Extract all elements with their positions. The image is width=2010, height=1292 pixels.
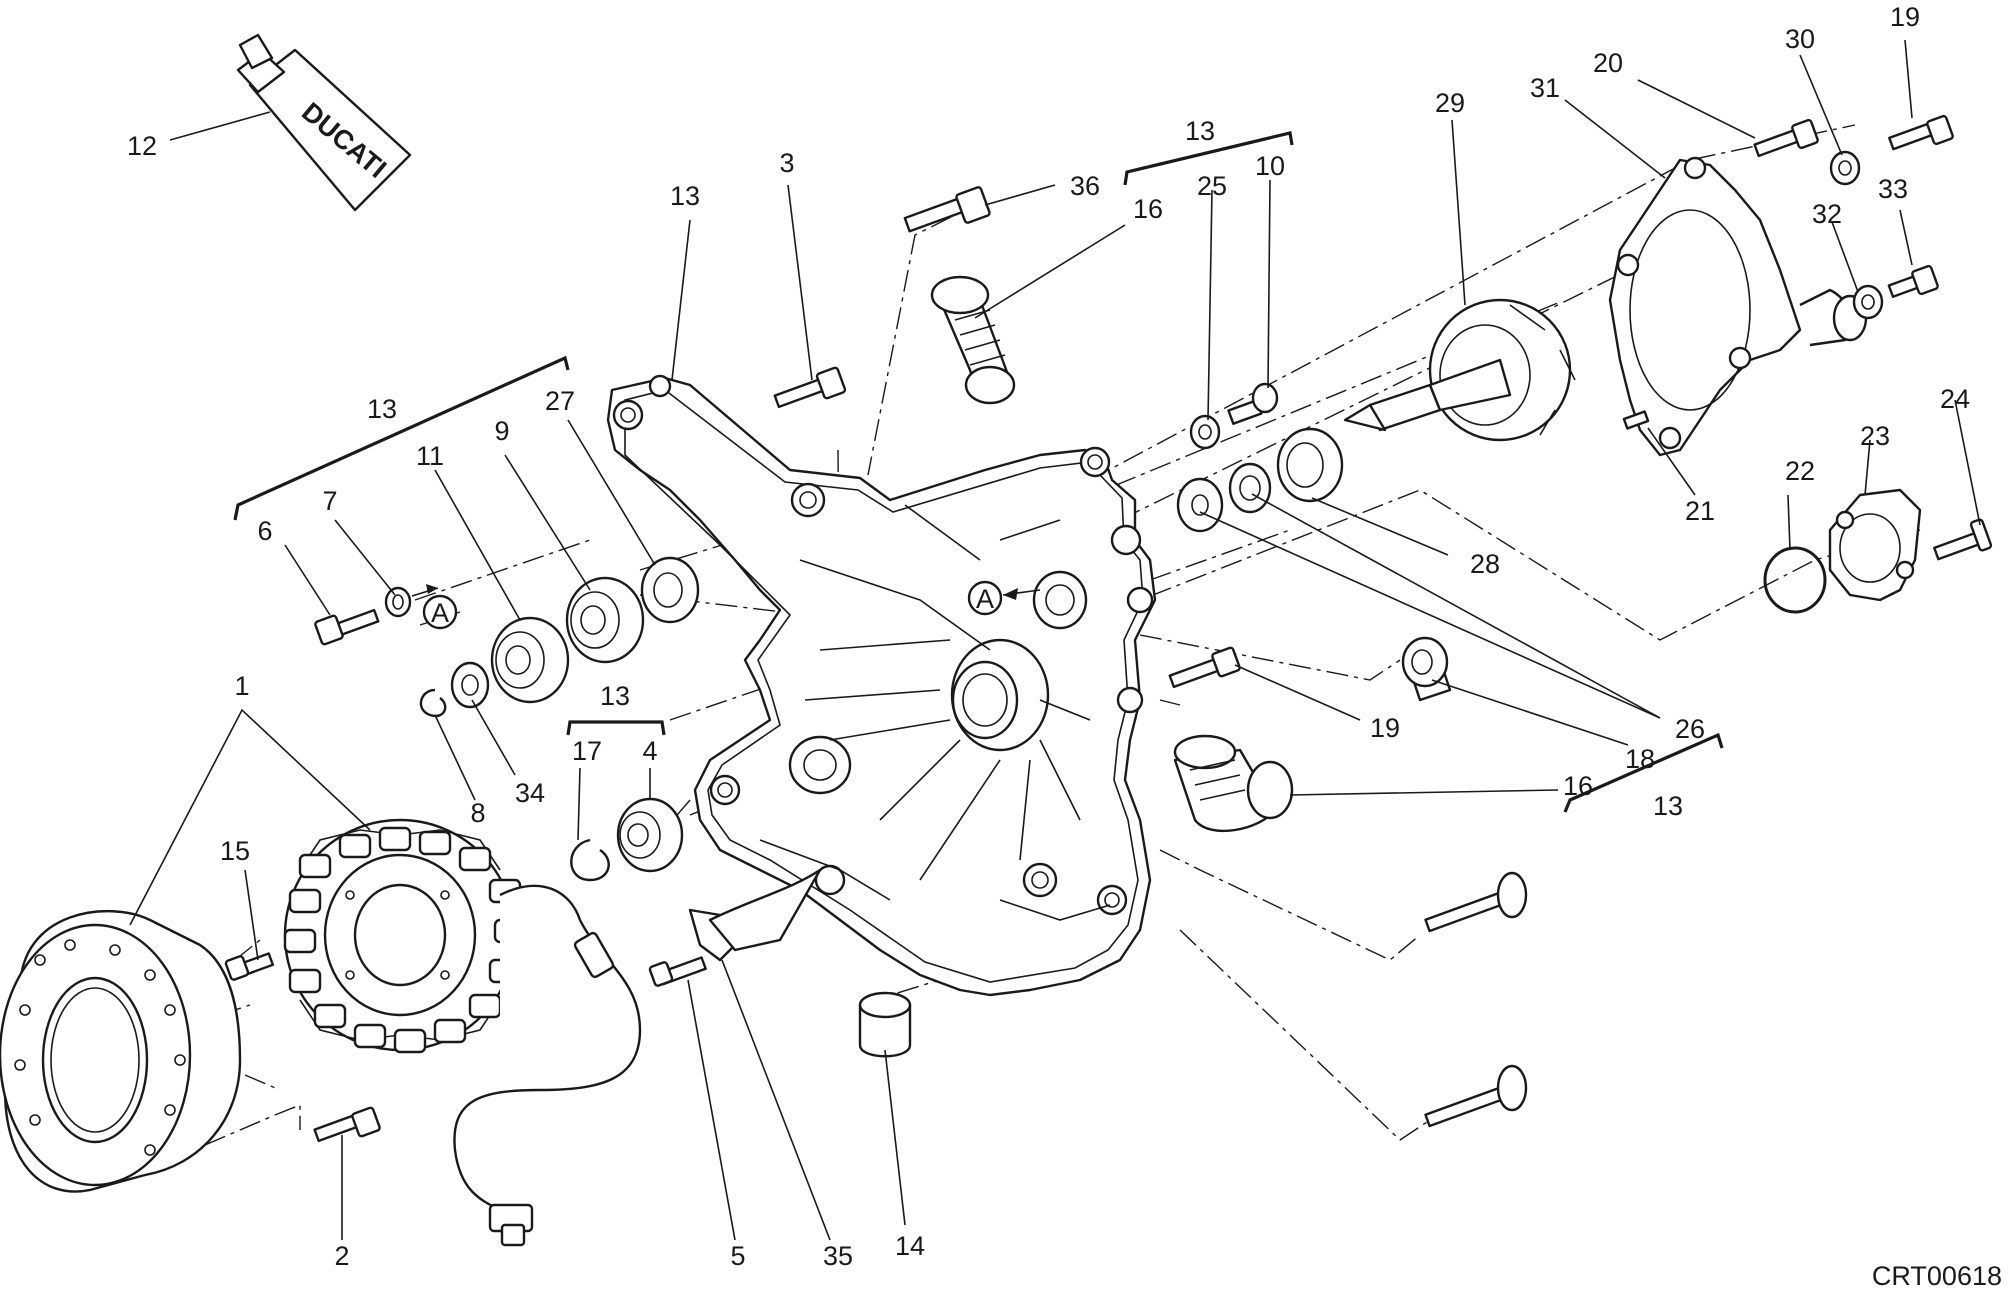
callout-35: 35: [823, 1241, 853, 1271]
callout-7: 7: [322, 486, 337, 516]
callout-17: 17: [572, 736, 602, 766]
flange-23: [1828, 488, 1922, 602]
circlip-17: [570, 838, 610, 882]
washer-7: A: [384, 584, 458, 630]
callout-28: 28: [1470, 549, 1500, 579]
union-16-top: [930, 275, 1016, 405]
callout-24: 24: [1940, 384, 1970, 414]
callout-9: 9: [494, 416, 509, 446]
callout-13-left: 13: [367, 394, 397, 424]
seal-28: [1276, 427, 1344, 503]
callout-19-mid: 19: [1370, 713, 1400, 743]
callout-27: 27: [545, 386, 575, 416]
callout-16-top: 16: [1133, 194, 1163, 224]
callout-26: 26: [1675, 714, 1705, 744]
callout-3: 3: [779, 148, 794, 178]
circlip-8: [419, 688, 447, 718]
pump-cover-31: [1608, 156, 1868, 457]
callout-13-bottom: 13: [1653, 791, 1683, 821]
alternator-stator: [283, 818, 642, 1247]
seal-27: [640, 556, 700, 624]
generator-cover-casing: A: [606, 374, 1157, 997]
callout-14: 14: [895, 1231, 925, 1261]
callout-13-bearing: 13: [600, 681, 630, 711]
bolt-6: [314, 608, 380, 646]
callout-10: 10: [1255, 151, 1285, 181]
washer-30: [1829, 150, 1861, 186]
group-braces: [233, 131, 1724, 813]
callout-31: 31: [1530, 73, 1560, 103]
callout-34: 34: [515, 778, 545, 808]
callout-12: 12: [127, 131, 157, 161]
callout-20: 20: [1593, 48, 1623, 78]
callout-25: 25: [1197, 171, 1227, 201]
callout-11: 11: [416, 441, 444, 471]
bearing-9: [565, 576, 645, 664]
bolt-19-mid: [1168, 646, 1241, 689]
washer-26b: [1228, 462, 1272, 514]
callout-30: 30: [1785, 24, 1815, 54]
bolt-24: [1933, 518, 1993, 561]
bolt-15: [224, 952, 275, 981]
oring-22: [1763, 546, 1827, 614]
callout-36: 36: [1070, 171, 1100, 201]
bolt-3: [773, 366, 847, 409]
callout-23: 23: [1860, 421, 1890, 451]
callout-6: 6: [257, 516, 272, 546]
dowel-21: [1622, 410, 1650, 430]
callout-19-top: 19: [1890, 2, 1920, 32]
callout-13-top: 13: [1185, 116, 1215, 146]
callout-16-bottom: 16: [1563, 771, 1593, 801]
stud-bolt-upper: [1424, 871, 1528, 933]
leader-lines: [129, 39, 1981, 1241]
bushing-18: [1401, 636, 1452, 702]
case-marker-a: A: [976, 584, 994, 614]
callout-8: 8: [470, 798, 485, 828]
callout-33: 33: [1878, 174, 1908, 204]
callout-2: 2: [334, 1241, 349, 1271]
callout-22: 22: [1785, 456, 1815, 486]
bearing-11: [490, 616, 570, 704]
washer-25: [1189, 414, 1221, 450]
alternator-rotor: [0, 909, 242, 1193]
bearing-4: [616, 797, 684, 873]
callout-5: 5: [730, 1241, 745, 1271]
callout-labels: 12 3 13 36 13 16 25 10 29 31 20 30 19 33…: [127, 2, 1970, 1271]
bolt-5: [648, 956, 707, 987]
callout-15: 15: [220, 836, 250, 866]
washer-marker-a: A: [431, 598, 449, 628]
bolt-10: [1227, 382, 1279, 425]
bolt-36: [903, 186, 991, 233]
dowel-14: [858, 991, 912, 1058]
washer-34: [450, 661, 490, 709]
clamp-35: [688, 868, 822, 962]
callout-18: 18: [1625, 744, 1655, 774]
callout-21: 21: [1685, 496, 1715, 526]
grease-tube: DUCATI: [236, 33, 412, 212]
callout-13-cover: 13: [670, 181, 700, 211]
bolt-33: [1887, 264, 1939, 298]
callout-32: 32: [1812, 199, 1842, 229]
callout-1: 1: [234, 671, 249, 701]
callout-4: 4: [642, 736, 657, 766]
union-16-bottom: [1173, 734, 1294, 833]
drawing-code: CRT00618: [1872, 1261, 2002, 1291]
washer-26a: [1176, 477, 1224, 533]
stud-bolt-lower: [1424, 1064, 1528, 1128]
callout-29: 29: [1435, 88, 1465, 118]
bolt-2: [313, 1106, 381, 1143]
bolt-20: [1753, 118, 1819, 158]
bolt-19-top: [1888, 114, 1954, 151]
impeller-shaft-29: [1343, 298, 1576, 442]
washer-32: [1852, 284, 1884, 320]
